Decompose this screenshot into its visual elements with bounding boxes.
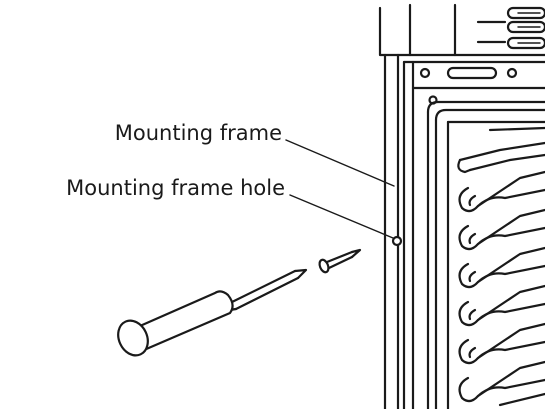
hole-leader-line [289,194,394,239]
mounting-frame-label: Mounting frame [115,121,282,145]
screw [318,248,362,274]
screwdriver [117,268,308,357]
rack-inner-frame [426,100,545,409]
mounting-frame-hole [391,235,403,247]
frame-leader-line [285,139,395,187]
unit-top-section [378,3,545,57]
rack-slots [457,126,545,407]
mounting-frame-hole-label: Mounting frame hole [66,176,285,200]
mounting-frame [383,53,545,409]
